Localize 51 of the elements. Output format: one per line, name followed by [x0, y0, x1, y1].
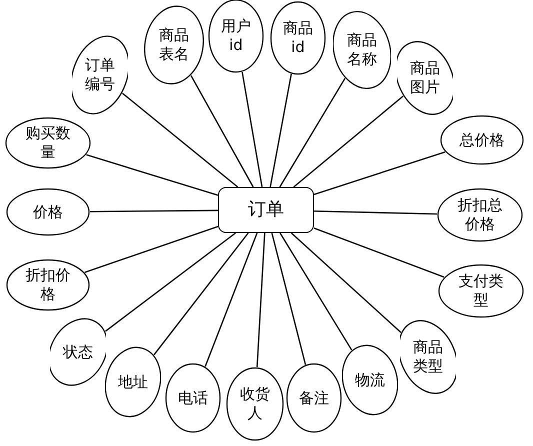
attribute-label: 物流	[355, 370, 385, 390]
connector-line	[270, 74, 292, 188]
connector-line	[242, 72, 263, 188]
attribute-label: 地址	[118, 372, 148, 392]
attribute-label: 总价格	[460, 130, 504, 150]
connector-line	[256, 232, 266, 368]
connector-line	[90, 210, 218, 212]
attribute-ellipse	[286, 363, 342, 433]
connector-line	[204, 232, 258, 367]
connector-line	[290, 232, 402, 333]
connector-line	[86, 154, 218, 196]
attribute-label: 折扣总价格	[456, 196, 504, 234]
connector-line	[122, 92, 238, 188]
attribute-label: 支付类型	[458, 272, 504, 310]
connector-line	[293, 96, 404, 188]
connector-line	[314, 210, 438, 215]
attribute-label: 商品图片	[409, 59, 441, 97]
attribute-label: 备注	[299, 388, 329, 408]
attribute-label: 收货人	[239, 385, 271, 423]
connector-line	[271, 232, 306, 365]
connector-line	[279, 78, 346, 188]
attribute-ellipse	[438, 264, 524, 318]
entity-label: 订单	[248, 198, 284, 222]
connector-line	[314, 151, 446, 196]
attribute-label: 电话	[178, 388, 208, 408]
connector-line	[190, 75, 254, 188]
attribute-ellipse	[440, 115, 524, 165]
attribute-label: 商品id	[282, 19, 314, 57]
attribute-label: 商品名称	[346, 31, 378, 69]
connector-line	[314, 227, 444, 278]
attribute-label: 状态	[63, 342, 93, 362]
attribute-ellipse	[144, 5, 204, 85]
connector-line	[105, 232, 236, 332]
attribute-label: 用户id	[220, 17, 252, 55]
attribute-label: 购买数量	[24, 124, 72, 162]
attribute-label: 价格	[33, 202, 63, 222]
attribute-ellipse	[6, 259, 90, 311]
attribute-ellipse	[226, 367, 284, 441]
attribute-label: 订单编号	[84, 56, 116, 94]
connector-line	[154, 232, 249, 356]
connector-line	[84, 226, 218, 273]
attribute-ellipse	[165, 363, 221, 433]
attribute-label: 折扣价格	[24, 266, 72, 304]
entity-box	[218, 187, 314, 233]
attribute-label: 商品类型	[412, 338, 444, 376]
attribute-ellipse	[437, 188, 523, 242]
attribute-ellipse	[5, 117, 91, 169]
attribute-ellipse	[270, 1, 326, 75]
attribute-label: 商品表名	[158, 26, 190, 64]
attribute-ellipse	[6, 188, 90, 236]
connector-line	[280, 232, 352, 350]
